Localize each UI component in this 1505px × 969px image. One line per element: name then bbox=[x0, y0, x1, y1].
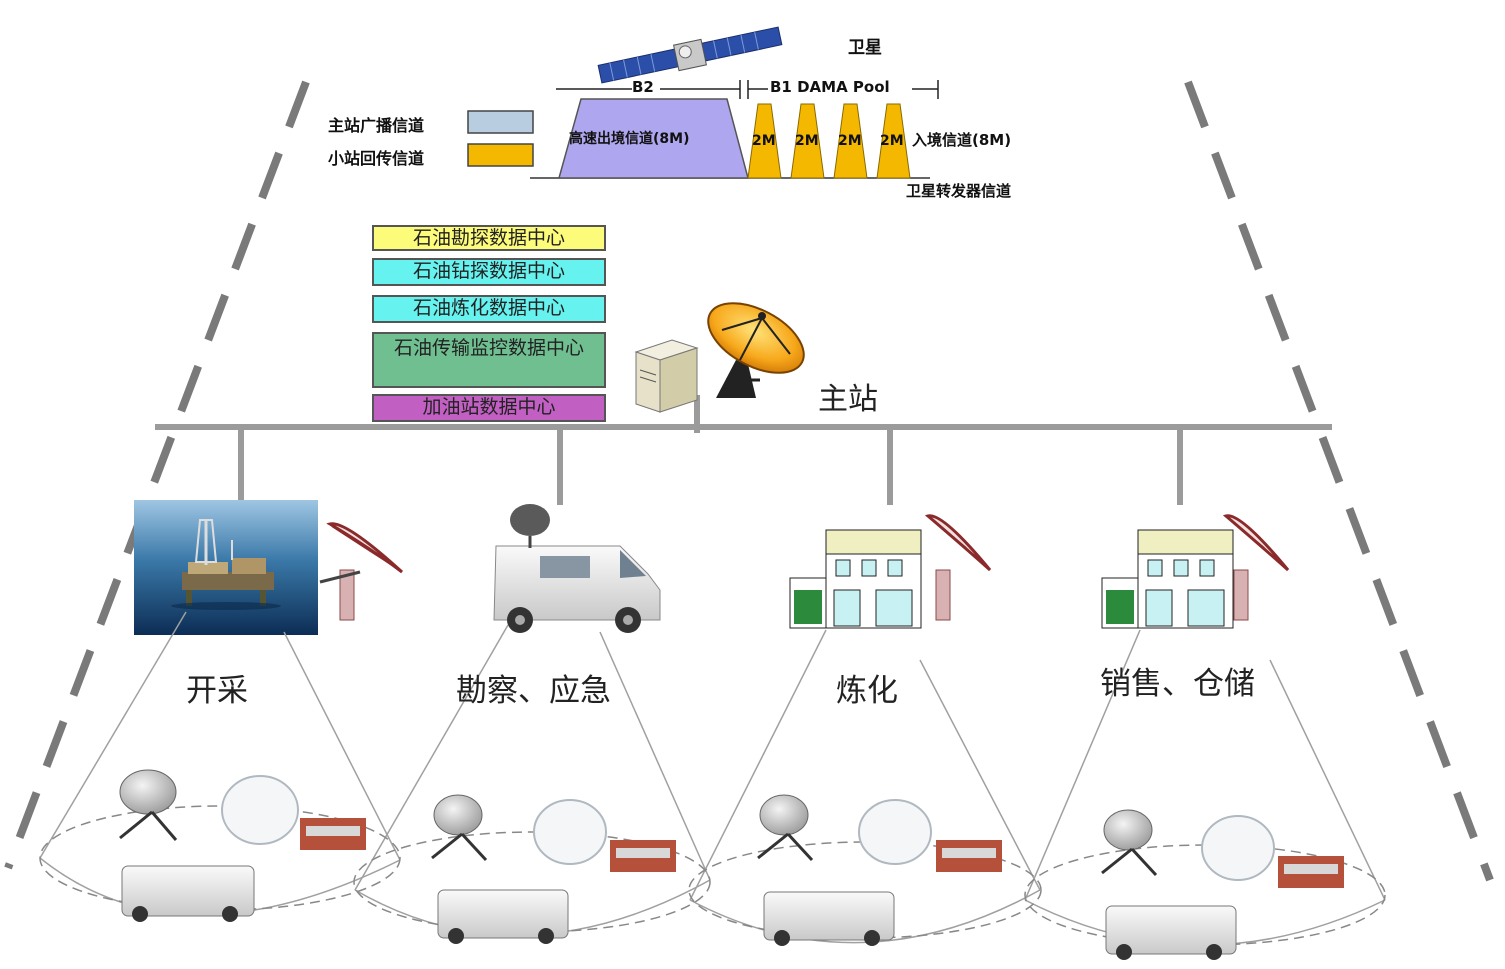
band-b2-label: B2 bbox=[632, 78, 654, 96]
data-center-drilling: 石油钻探数据中心 bbox=[372, 258, 606, 286]
site3-building-image bbox=[789, 529, 922, 629]
remote-terminals-4 bbox=[1101, 809, 1344, 960]
band-brackets bbox=[556, 80, 939, 99]
inbound-carrier-label: 2M bbox=[752, 133, 776, 149]
site1-antenna-icon bbox=[319, 522, 404, 621]
site3-antenna-icon bbox=[924, 514, 992, 621]
legend-remote-swatch bbox=[467, 143, 534, 167]
satellite-label: 卫星 bbox=[848, 38, 882, 58]
remote-terminals-2 bbox=[431, 794, 676, 944]
satellite-icon bbox=[597, 26, 783, 84]
transponder-label: 卫星转发器信道 bbox=[906, 182, 1012, 200]
coverage-outline bbox=[4, 80, 1494, 882]
data-center-gas-station: 加油站数据中心 bbox=[372, 394, 606, 422]
inbound-carrier-label: 2M bbox=[880, 133, 904, 149]
inbound-channel-label: 入境信道(8M) bbox=[912, 131, 1012, 149]
site-label-refining: 炼化 bbox=[836, 673, 898, 709]
site-label-sales-storage: 销售、仓储 bbox=[1100, 666, 1255, 702]
coverage-cones bbox=[39, 611, 1386, 901]
hub-server-icon bbox=[634, 339, 699, 413]
band-b1-label: B1 DAMA Pool bbox=[770, 78, 890, 96]
data-center-exploration: 石油勘探数据中心 bbox=[372, 225, 606, 251]
inbound-carrier-shapes bbox=[747, 103, 911, 179]
legend-remote-label: 小站回传信道 bbox=[328, 149, 425, 168]
site4-building-image bbox=[1101, 529, 1234, 629]
site-label-extraction: 开采 bbox=[186, 673, 248, 709]
site2-van-image bbox=[493, 504, 661, 633]
legend-hub-label: 主站广播信道 bbox=[328, 116, 425, 135]
hub-label: 主站 bbox=[818, 382, 878, 417]
outbound-channel-label: 高速出境信道(8M) bbox=[569, 131, 690, 147]
backbone-bus bbox=[155, 395, 1332, 505]
site-label-survey-emergency: 勘察、应急 bbox=[456, 673, 611, 709]
inbound-carrier-label: 2M bbox=[795, 133, 819, 149]
data-center-monitoring: 石油传输监控数据中心 bbox=[372, 332, 606, 388]
site4-antenna-icon bbox=[1222, 514, 1290, 621]
data-center-refining: 石油炼化数据中心 bbox=[372, 295, 606, 323]
legend-hub-swatch bbox=[467, 110, 534, 134]
hub-antenna-icon bbox=[707, 302, 805, 398]
remote-terminals-1 bbox=[119, 769, 366, 922]
offshore-platform-image bbox=[134, 500, 318, 635]
remote-terminals-3 bbox=[757, 794, 1002, 946]
inbound-carrier-label: 2M bbox=[838, 133, 862, 149]
outbound-channel-shape bbox=[558, 98, 749, 179]
